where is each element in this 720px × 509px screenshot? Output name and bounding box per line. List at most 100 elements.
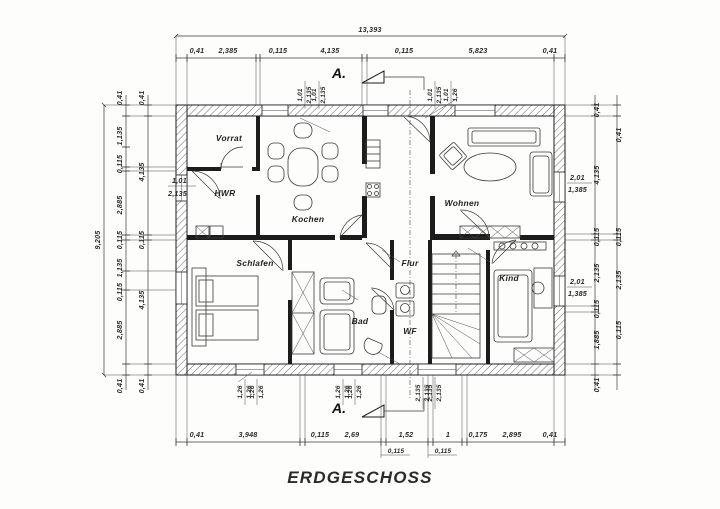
dim-right-outer-3: 2,135 [614, 270, 623, 291]
dimension-bottom: 0,41 3,948 0,115 2,69 1,52 1 0,175 2,895… [175, 375, 566, 458]
kitchen-counter [365, 139, 381, 198]
dim-left-overall: 9,205 [93, 230, 102, 250]
opening-wohnen-width: 2,01 [569, 173, 585, 182]
dimension-right: 0,41 4,135 0,115 2,135 0,115 1,885 0,41 … [565, 95, 623, 392]
dim-left-i1: 0,41 [137, 91, 146, 106]
dim-left-o3: 0,115 [115, 154, 124, 173]
room-label-hwr: HWR [215, 188, 236, 198]
opening-bottom-6-height: 2,135 [436, 384, 443, 402]
dim-left-o9: 0,41 [115, 379, 124, 394]
opening-label-hwr: 1,01 2,135 [167, 176, 196, 198]
dimension-top: 13,393 0,41 2,385 0,115 4,135 0,115 5,82… [173, 25, 568, 105]
opening-hwr-height: 2,135 [167, 189, 188, 198]
section-marker-top: A. [331, 65, 425, 90]
opening-kind-height: 1,385 [568, 289, 588, 298]
child-room-furniture [493, 241, 555, 363]
room-label-bad: Bad [352, 316, 369, 326]
opening-label-kind-window: 2,01 1,385 [567, 277, 592, 298]
dim-bottom-8: 2,895 [502, 430, 523, 439]
opening-bottom-4-height: 1,26 [356, 385, 363, 398]
wall-openings [175, 104, 566, 376]
opening-bottom-5-width: 2,135 [415, 384, 422, 402]
dim-left-o5: 0,115 [115, 230, 124, 249]
dim-bottom-2: 3,948 [239, 430, 258, 439]
dim-left-i5: 0,41 [137, 379, 146, 394]
dim-top-2: 2,385 [218, 46, 239, 55]
dim-left-o2: 1,135 [115, 126, 124, 146]
dim-bottom-9: 0,41 [543, 430, 558, 439]
room-label-schlafen: Schlafen [236, 258, 273, 268]
opening-bottom-2-height: 1,26 [258, 385, 265, 398]
room-label-wohnen: Wohnen [445, 198, 480, 208]
dim-left-o7: 0,115 [115, 282, 124, 301]
dim-bottom-sub-1: 0,115 [388, 448, 405, 455]
opening-label-wohnen-window: 2,01 1,385 [567, 173, 592, 194]
dim-left-o6: 1,135 [115, 258, 124, 278]
wf-fixtures [395, 282, 415, 317]
opening-kind-width: 2,01 [569, 277, 585, 286]
dim-top-1: 0,41 [190, 46, 205, 55]
dimension-left: 9,205 0,41 1,135 0,115 2,885 0,115 1,135… [93, 91, 176, 394]
opening-hwr-width: 1,01 [172, 176, 187, 185]
room-label-vorrat: Vorrat [216, 133, 243, 143]
dim-right-3: 0,115 [592, 227, 601, 246]
dim-bottom-7: 0,175 [469, 430, 489, 439]
opening-top-2-height: 2,135 [320, 86, 327, 104]
hwr-appliances [195, 225, 224, 239]
opening-bottom-1-width: 1,26 [237, 385, 244, 398]
page-title: ERDGESCHOSS [287, 468, 432, 487]
dim-right-5: 0,115 [592, 299, 601, 318]
opening-wohnen-height: 1,385 [568, 185, 588, 194]
dim-bottom-6: 1 [446, 430, 450, 439]
opening-bottom-1-height: 1,26 [246, 385, 253, 398]
opening-top-1-width: 1,01 [297, 88, 304, 101]
dim-top-3: 0,115 [269, 46, 288, 55]
dim-top-7: 0,41 [543, 46, 558, 55]
dim-top-4: 4,135 [320, 46, 341, 55]
room-label-kind: Kind [499, 273, 519, 283]
interior-walls [187, 116, 554, 364]
dim-left-i2: 4,135 [137, 162, 146, 183]
bedroom-beds [191, 267, 259, 347]
opening-bottom-3-width: 1,26 [335, 385, 342, 398]
bathroom-fixtures [319, 277, 387, 355]
section-marker-top-label: A. [331, 65, 346, 81]
opening-bottom-4-width: 1,26 [347, 385, 354, 398]
section-marker-bottom: A. [331, 398, 425, 418]
dim-left-i3: 0,115 [137, 230, 146, 249]
staircase [431, 250, 481, 359]
opening-top-4-width: 1,01 [443, 88, 450, 101]
dim-right-outer-2: 0,115 [614, 227, 623, 246]
dim-right-6: 1,885 [592, 330, 601, 350]
dim-right-7: 0,41 [592, 378, 601, 393]
dim-right-2: 4,135 [592, 165, 601, 186]
opening-top-4-height: 1,26 [452, 88, 459, 101]
dim-right-outer-1: 0,41 [614, 128, 623, 143]
dim-right-1: 0,41 [592, 103, 601, 118]
dim-left-o4: 2,885 [115, 195, 124, 216]
dim-top-5: 0,115 [395, 46, 414, 55]
dim-bottom-sub-2: 0,115 [435, 448, 452, 455]
dim-right-4: 2,135 [592, 263, 601, 284]
opening-bottom-5-height: 2,135 [424, 384, 431, 402]
opening-top-3-height: 2,135 [436, 86, 443, 104]
dim-top-overall: 13,393 [358, 25, 381, 34]
door-swings [191, 115, 517, 311]
dim-right-outer-4: 0,115 [614, 320, 623, 339]
dim-bottom-4: 2,69 [344, 430, 360, 439]
dim-bottom-3: 0,115 [311, 430, 330, 439]
dim-left-o8: 2,885 [115, 320, 124, 341]
opening-bottom-6-width: 2,135 [427, 384, 434, 402]
furniture [191, 99, 555, 383]
section-marker-bottom-label: A. [331, 400, 346, 416]
wardrobe [291, 271, 315, 355]
opening-labels-top: 1,01 2,135 1,01 2,135 1,01 2,135 1,01 1,… [297, 81, 459, 109]
opening-top-2-width: 1,01 [311, 88, 318, 101]
opening-bottom-2-width: 1,26 [249, 385, 256, 398]
opening-bottom-3-height: 1,26 [344, 385, 351, 398]
dim-top-6: 5,823 [469, 46, 488, 55]
dim-left-i4: 4,135 [137, 290, 146, 311]
dim-bottom-5: 1,52 [399, 430, 414, 439]
